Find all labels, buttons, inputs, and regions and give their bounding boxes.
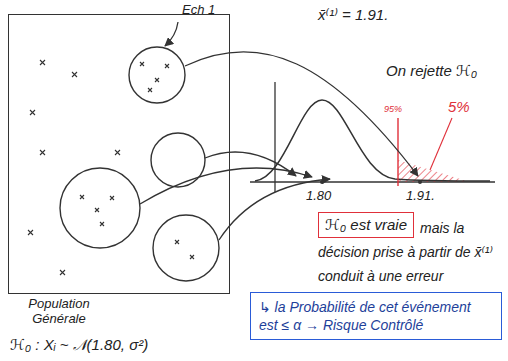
leader-arrow [165, 22, 178, 46]
sample-arrows [140, 52, 418, 240]
sample-circles [60, 47, 219, 281]
alpha-label: 5% [448, 98, 470, 115]
hypothesis-box: ℋ₀ est vraie [318, 212, 414, 238]
area-label: 95% [384, 104, 402, 114]
node-text: ℋ₀ est vraie [325, 216, 407, 234]
conclusion-box: ↳ la Probabilité de cet événement est ≤ … [250, 292, 502, 340]
decision-note: On rejette ℋ₀ [386, 62, 477, 80]
node-text: ↳ la Probabilité de cet événement est ≤ … [259, 298, 493, 334]
node-text: Population Générale [19, 296, 99, 326]
axis-value: 1.80 [306, 188, 331, 203]
sample-mean: x̄⁽¹⁾ = 1.91. [318, 6, 388, 24]
population-box: Population Générale [8, 14, 230, 294]
error-note: mais la décision prise à partir de x̄⁽¹⁾… [318, 216, 504, 288]
normal-curve [250, 82, 495, 192]
axis-value: 1.91. [406, 188, 435, 203]
sample-label: Ech 1 [182, 2, 215, 17]
individual-crosses [28, 60, 194, 275]
null-hypothesis: ℋ₀ : Xᵢ ~ 𝒩(1.80, σ²) [10, 336, 148, 354]
